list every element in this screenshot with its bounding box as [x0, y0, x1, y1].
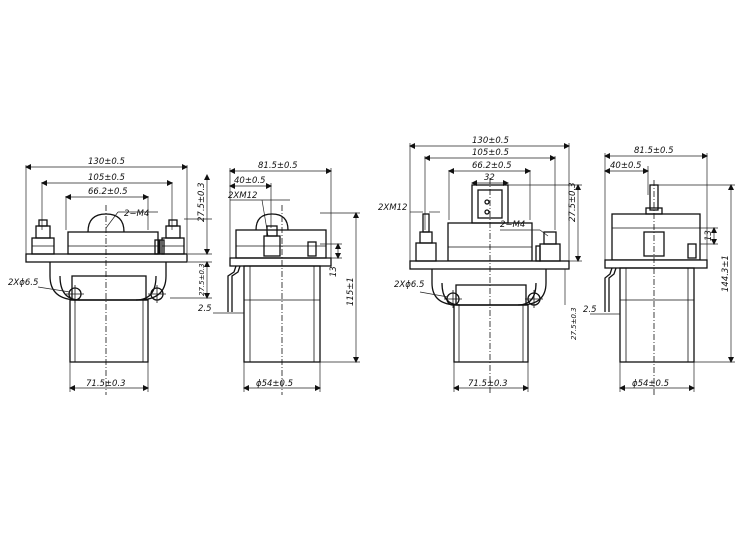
v2-offset: 2.5	[198, 304, 212, 314]
v4-width-total: 81.5±0.5	[634, 146, 674, 156]
v4-offset: 2.5	[583, 305, 597, 315]
v1-width-total: 130±0.5	[88, 157, 125, 167]
v3-height-side: 27.5±0.3	[570, 307, 578, 340]
v2-diameter: ϕ54±0.5	[256, 379, 293, 389]
v1-height-top: 27.5±0.3	[197, 182, 207, 222]
v1-width-inner: 66.2±0.5	[88, 187, 128, 197]
v1-terminal: 2−M4	[124, 209, 149, 219]
v2-width-inner: 40±0.5	[234, 176, 265, 186]
view-3-front: 130±0.5 105±0.5 66.2±0.5 32 2XM12 2−M4 2…	[378, 136, 582, 395]
v1-height-flange: 27.5±0.3	[198, 263, 206, 296]
v3-width-32: 32	[484, 173, 495, 183]
v3-terminal: 2−M4	[500, 220, 525, 230]
v3-width-inner: 66.2±0.5	[472, 161, 512, 171]
v4-height-total: 144.3±1	[721, 255, 731, 292]
v2-height-13: 13	[329, 266, 339, 277]
view-1-front: 130±0.5 105±0.5 66.2±0.5 2−M4 27.5±0.3 2…	[8, 157, 212, 395]
v1-width-mid: 105±0.5	[88, 173, 125, 183]
v3-stud: 2XM12	[378, 203, 407, 213]
v1-base-width: 71.5±0.3	[86, 379, 126, 389]
v2-stud: 2XM12	[228, 191, 257, 201]
v4-width-inner: 40±0.5	[610, 161, 641, 171]
v3-width-mid: 105±0.5	[472, 148, 509, 158]
v3-height-top: 27.5±0.3	[568, 182, 578, 222]
view-4-side: 81.5±0.5 40±0.5 13 144.3±1 2.5 ϕ54±0.5	[583, 146, 735, 395]
v3-base-width: 71.5±0.3	[468, 379, 508, 389]
v4-diameter: ϕ54±0.5	[632, 379, 669, 389]
view-2-side: 81.5±0.5 40±0.5 2XM12 13 115±1 2.5 ϕ54±0…	[198, 161, 360, 395]
v4-height-13: 13	[704, 230, 714, 241]
v3-width-total: 130±0.5	[472, 136, 509, 146]
v1-hole: 2Xϕ6.5	[8, 278, 38, 288]
v3-hole: 2Xϕ6.5	[394, 280, 424, 290]
v2-width-total: 81.5±0.5	[258, 161, 298, 171]
v2-height-total: 115±1	[346, 277, 356, 306]
